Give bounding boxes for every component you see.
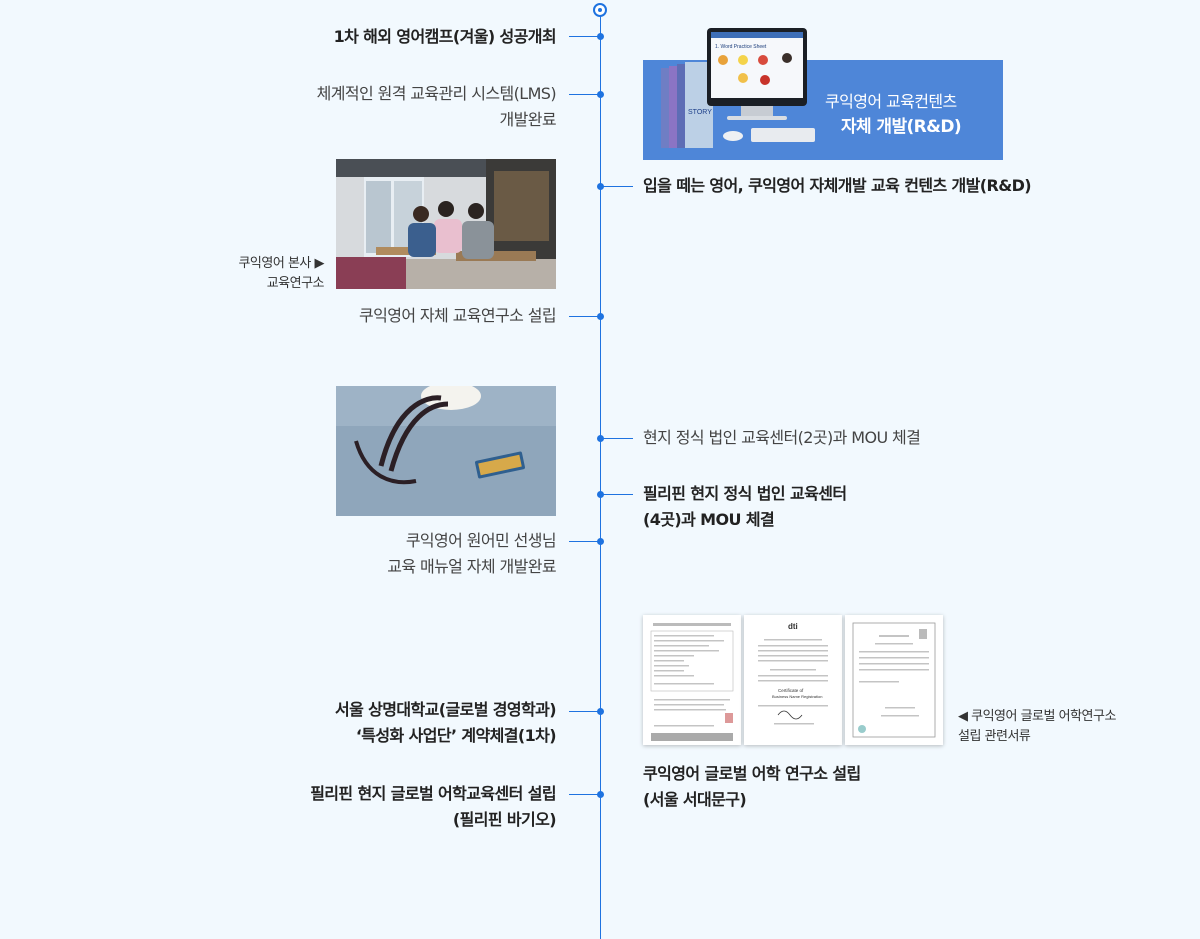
connector-line: [569, 94, 600, 95]
timeline-start-marker: [593, 3, 607, 17]
timeline-dot: [597, 435, 604, 442]
document-3: [845, 615, 943, 745]
document-1: [643, 615, 741, 745]
svg-text:Certificate of: Certificate of: [778, 688, 804, 693]
svg-text:dti: dti: [788, 622, 798, 631]
event-text: 쿠익영어 자체 교육연구소 설립: [358, 306, 557, 325]
event-text: 쿠익영어 원어민 선생님 교육 매뉴얼 자체 개발완료: [387, 531, 556, 576]
headquarters-research-photo: [336, 159, 556, 289]
connector-line: [600, 186, 633, 187]
svg-text:STORY: STORY: [688, 109, 712, 116]
connector-line: [569, 711, 600, 712]
photo1-caption: 쿠익영어 본사 ▶ 교육연구소: [238, 256, 324, 291]
event-text: 1차 해외 영어캠프(겨울) 성공개최: [333, 27, 557, 46]
research-institute-documents: dti Certificate of Business Name Registr…: [643, 615, 943, 745]
timeline-dot: [597, 183, 604, 190]
timeline-dot: [597, 313, 604, 320]
timeline-dot: [597, 791, 604, 798]
svg-text:1. Word Practice Sheet: 1. Word Practice Sheet: [715, 44, 767, 50]
event-text: 필리핀 현지 정식 법인 교육센터 (4곳)과 MOU 체결: [643, 484, 847, 529]
event-text: 필리핀 현지 글로벌 어학교육센터 설립 (필리핀 바기오): [310, 784, 556, 829]
document-2: dti Certificate of Business Name Registr…: [744, 615, 842, 745]
banner-title: 쿠익영어 교육컨텐츠: [825, 92, 957, 111]
connector-line: [569, 316, 600, 317]
timeline-dot: [597, 91, 604, 98]
connector-line: [600, 438, 633, 439]
event-text: 현지 정식 법인 교육센터(2곳)과 MOU 체결: [643, 428, 921, 447]
timeline-dot: [597, 33, 604, 40]
event-text: 쿠익영어 글로벌 어학 연구소 설립 (서울 서대문구): [643, 764, 861, 809]
documents-caption: ◀ 쿠익영어 글로벌 어학연구소 설립 관련서류: [958, 709, 1116, 744]
event-text: 체계적인 원격 교육관리 시스템(LMS) 개발완료: [316, 84, 557, 129]
timeline-dot: [597, 491, 604, 498]
event-text: 서울 상명대학교(글로벌 경영학과) ‘특성화 사업단’ 계약체결(1차): [334, 700, 557, 745]
event-text: 입을 떼는 영어, 쿠익영어 자체개발 교육 컨텐츠 개발(R&D): [643, 176, 1032, 195]
connector-line: [600, 494, 633, 495]
timeline-line: [600, 10, 601, 939]
timeline-dot: [597, 708, 604, 715]
connector-line: [569, 36, 600, 37]
banner-subtitle: 자체 개발(R&D): [841, 117, 962, 137]
svg-text:Business Name Registration: Business Name Registration: [772, 694, 822, 699]
connector-line: [569, 541, 600, 542]
timeline-dot: [597, 538, 604, 545]
teacher-manual-photo: [336, 386, 556, 516]
connector-line: [569, 794, 600, 795]
rnd-banner: STORY 1. Word Practice Sheet 쿠익영어 교육컨텐츠 …: [643, 28, 1003, 160]
